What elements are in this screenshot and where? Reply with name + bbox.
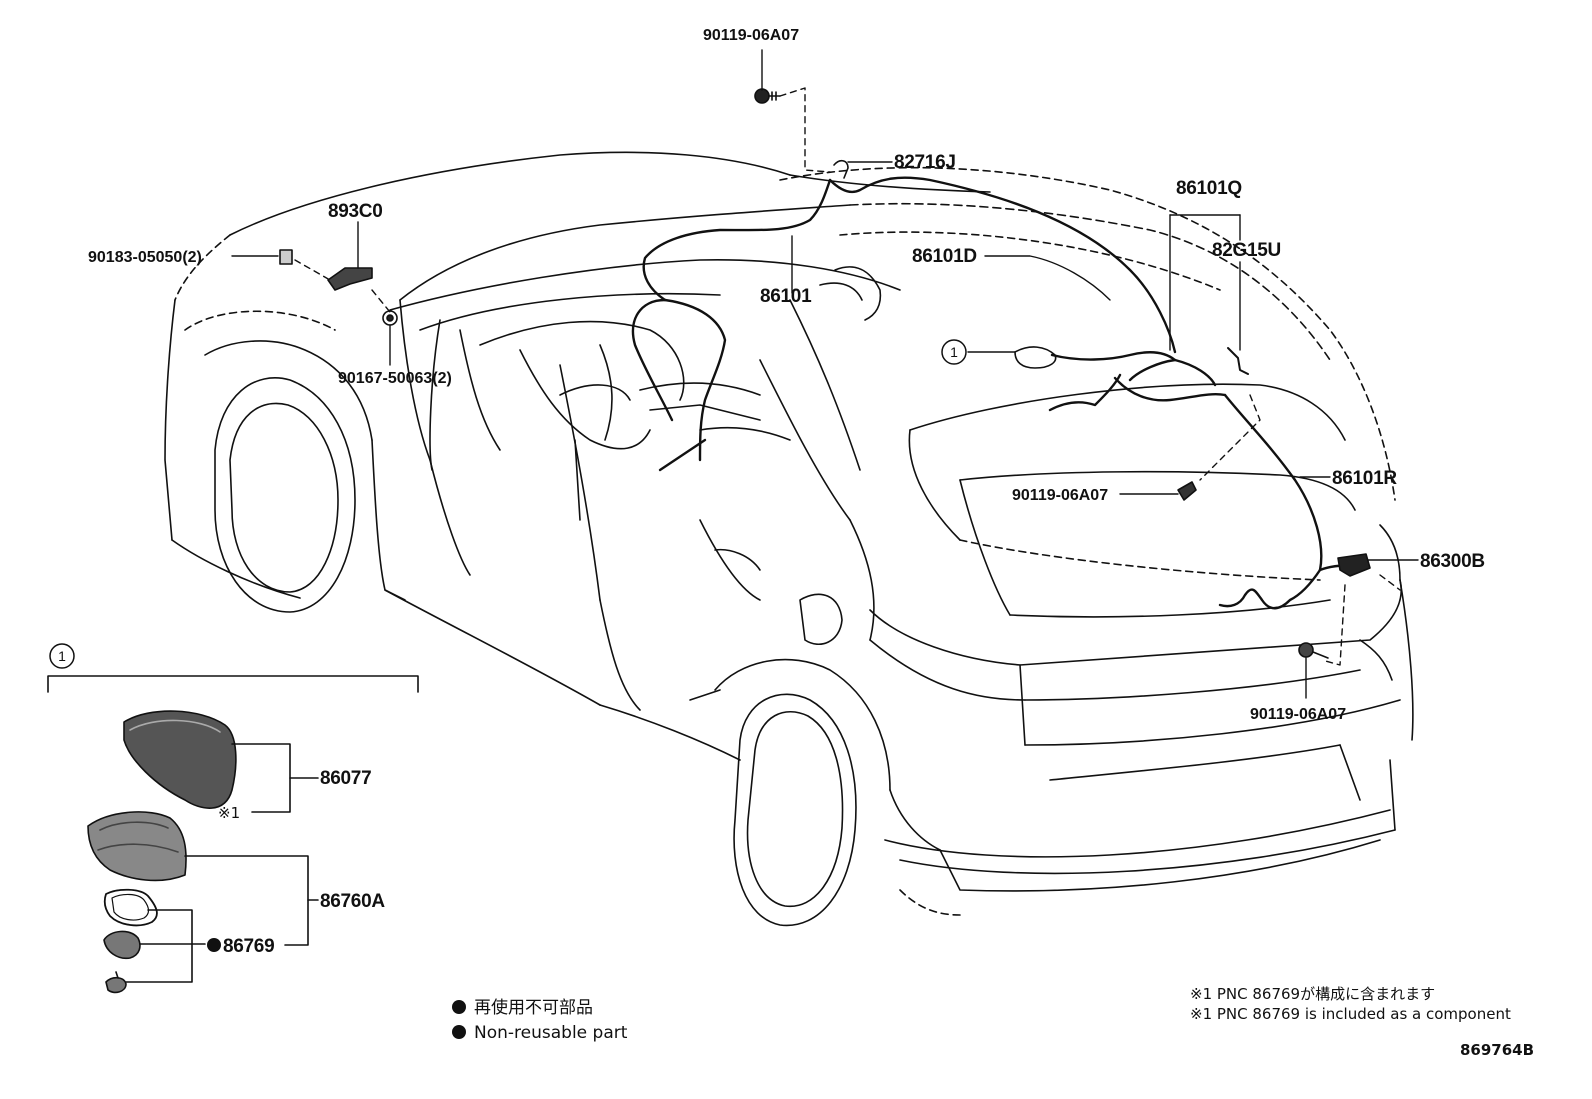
vehicle-outline (164, 151, 1414, 927)
wire-harness-86101R (1218, 563, 1357, 610)
dashed-leaders (294, 87, 1401, 666)
note-line-en: ※1 PNC 86769 is included as a component (1190, 1005, 1511, 1023)
callout-90167-50063: 90167-50063(2) (338, 370, 452, 387)
note-mark-1: ※1 (218, 804, 240, 822)
antenna-callout-icon (1014, 346, 1057, 369)
legend-non-reusable: 再使用不可部品 Non-reusable part (452, 997, 628, 1043)
bracket-893C0-icon (327, 267, 373, 291)
wire-harness-86101Q (1048, 351, 1323, 572)
callout-90119-06A07-low: 90119-06A07 (1250, 706, 1346, 723)
callout-90119-06A07-mid: 90119-06A07 (1012, 487, 1108, 504)
note-line-jp: ※1 PNC 86769が構成に含まれます (1190, 985, 1435, 1003)
ref-circle-main: 1 (941, 339, 967, 365)
bolt-90119-mid-icon (1177, 481, 1197, 501)
callout-82716J: 82716J (894, 152, 956, 173)
clamp-82716J-icon (833, 159, 849, 179)
detail-group-1 (47, 675, 419, 994)
callout-86760A: 86760A (320, 891, 385, 912)
callout-893C0: 893C0 (328, 201, 383, 222)
callout-86769: 86769 (207, 936, 275, 957)
clip-90167-icon (382, 310, 398, 326)
drawing-number: 869764B (1460, 1041, 1534, 1059)
connector-86300B-icon (1337, 553, 1371, 577)
nut-90183-icon (279, 249, 293, 265)
legend-jp: 再使用不可部品 (474, 997, 593, 1018)
callout-90119-06A07-top: 90119-06A07 (703, 27, 799, 44)
bolt-90119-top-icon (754, 88, 781, 104)
legend-en: Non-reusable part (474, 1023, 628, 1043)
callout-90183-05050: 90183-05050(2) (88, 249, 202, 266)
callout-86101: 86101 (760, 286, 812, 307)
svg-text:1: 1 (950, 344, 958, 360)
svg-text:1: 1 (58, 648, 66, 664)
leader-lines (231, 49, 1419, 699)
callout-86300B: 86300B (1420, 551, 1485, 572)
callout-82G15U: 82G15U (1212, 240, 1281, 261)
ref-circle-detail: 1 (49, 643, 75, 669)
callout-86077: 86077 (320, 768, 371, 789)
callout-86101Q: 86101Q (1176, 178, 1242, 199)
callout-86101R: 86101R (1332, 468, 1397, 489)
wire-harness-86101 (631, 176, 1177, 472)
bolt-90119-low-icon (1298, 642, 1329, 659)
callout-86101D: 86101D (912, 246, 977, 267)
svg-text:86769: 86769 (223, 936, 274, 957)
bracket-82G15U-icon (1227, 347, 1249, 375)
